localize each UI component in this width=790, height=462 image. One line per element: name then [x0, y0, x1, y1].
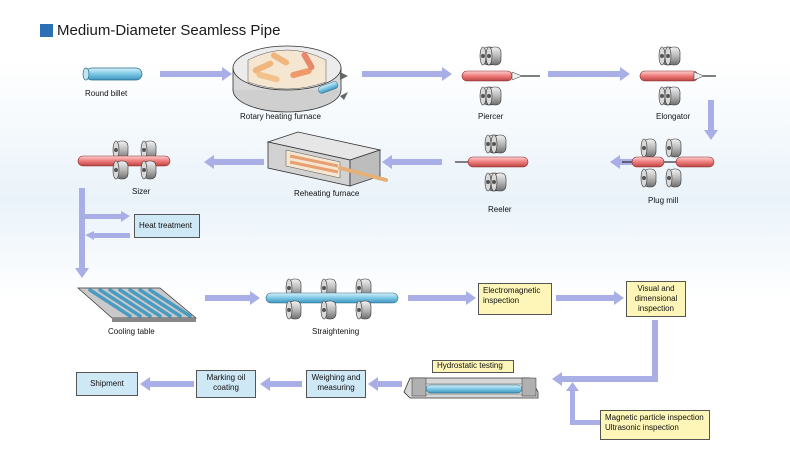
weighing-box: Weighing and measuring — [306, 370, 366, 398]
plug-mill-icon — [622, 138, 715, 188]
sizer-icon — [77, 140, 171, 180]
rotary-furnace-icon — [232, 45, 348, 113]
elongator-label: Elongator — [656, 112, 691, 121]
reeler-label: Reeler — [488, 205, 512, 214]
title-marker-icon — [40, 23, 53, 37]
plug-mill-label: Plug mill — [648, 196, 679, 205]
straightening-icon — [265, 278, 399, 320]
marking-box: Marking oil coating — [196, 370, 256, 398]
sizer-label: Sizer — [132, 187, 151, 196]
cooling-table-label: Cooling table — [108, 327, 155, 336]
hydrostatic-box: Hydrostatic testing — [432, 360, 514, 373]
rotary-furnace-label: Rotary heating furnace — [240, 112, 321, 121]
heat-treatment-box: Heat treatment — [134, 214, 200, 238]
round-billet-icon — [82, 67, 143, 81]
reheating-furnace-icon — [266, 131, 388, 187]
page-title: Medium-Diameter Seamless Pipe — [40, 20, 280, 40]
straightening-label: Straightening — [312, 327, 360, 336]
elongator-icon — [639, 46, 716, 106]
reeler-icon — [455, 134, 529, 192]
cooling-table-icon — [77, 287, 197, 322]
flow-arrows — [75, 67, 718, 425]
hydrostatic-rig-icon — [403, 377, 539, 399]
visual-box: Visual and dimensional inspection — [626, 281, 686, 317]
shipment-box: Shipment — [76, 372, 138, 396]
magnetic-box: Magnetic particle inspection Ultrasonic … — [600, 410, 710, 440]
piercer-icon — [461, 46, 540, 106]
reheating-furnace-label: Reheating furnace — [294, 189, 360, 198]
piercer-label: Piercer — [478, 112, 504, 121]
electromagnetic-box: Electromagnetic inspection — [478, 283, 552, 315]
title-text: Medium-Diameter Seamless Pipe — [57, 21, 281, 39]
round-billet-label: Round billet — [85, 89, 128, 98]
